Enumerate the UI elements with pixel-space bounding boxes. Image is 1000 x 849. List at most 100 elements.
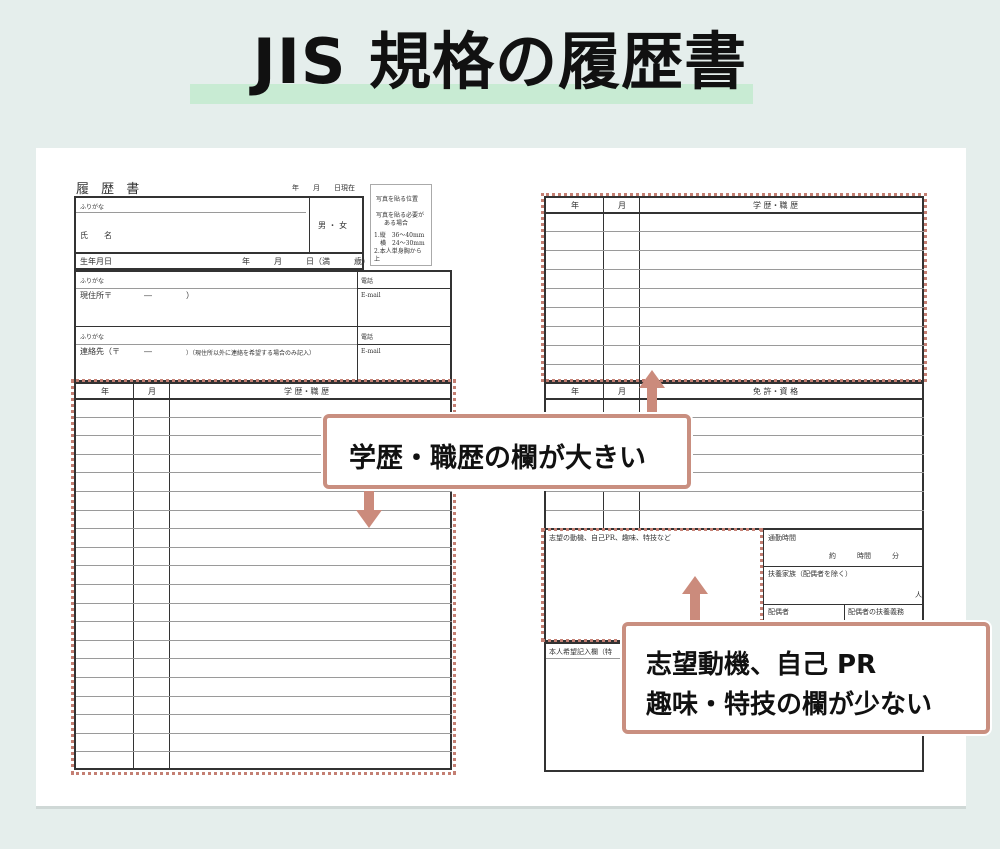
table-row-rule [76, 732, 452, 734]
rule [169, 382, 170, 770]
table-row-rule [76, 528, 452, 530]
resume-left-page: 履 歴 書 年 月 日現在 写真を貼る位置 写真を貼る必要が ある場合 1.縦 … [36, 148, 501, 806]
rule [76, 212, 306, 213]
table-row-rule [546, 288, 924, 289]
motivation-callout-line1: 志望動機、自己 PR [646, 650, 877, 680]
table-row-rule [546, 491, 924, 492]
col-year: 年 [101, 387, 109, 396]
rule [763, 528, 764, 642]
table-row-rule [76, 639, 452, 641]
motivation-label: 志望の動機、自己PR、趣味、特技など [549, 534, 671, 542]
rule [309, 196, 310, 254]
title-wrap: JIS 規格の履歴書 [0, 22, 1000, 102]
col-year: 年 [571, 387, 579, 396]
history-callout: 学歴・職歴の欄が大きい [323, 414, 691, 489]
table-row-rule [76, 416, 452, 418]
table-row-rule [76, 509, 452, 511]
col-month: 月 [618, 387, 626, 396]
commute-label: 通勤時間 [768, 534, 796, 542]
arrow-up-shaft [647, 386, 657, 416]
furigana-label: ふりがな [80, 278, 105, 285]
table-row-rule [76, 751, 452, 753]
email-label: E-mail [361, 292, 381, 299]
table-row-rule [546, 269, 924, 270]
contact-note: ）（現住所以外に連絡を希望する場合のみ記入） [186, 350, 316, 357]
arrow-down-head [356, 510, 382, 528]
arrow-up-shaft-2 [690, 592, 700, 624]
col-history: 学 歴・職 歴 [284, 387, 330, 396]
furigana-label: ふりがな [80, 204, 105, 211]
table-row-rule [546, 250, 924, 251]
col-month: 月 [148, 387, 156, 396]
table-row-rule [76, 695, 452, 697]
photo-box [370, 184, 432, 266]
date-label: 年 月 日現在 [292, 184, 355, 192]
table-row-rule [546, 472, 924, 474]
col-license: 免 許・資 格 [753, 387, 799, 396]
table-row-rule [76, 677, 452, 678]
wishes-label: 本人希望記入欄（特 [549, 648, 612, 656]
birth-row [74, 252, 364, 270]
dependents-label: 扶養家族（配偶者を除く） [768, 570, 852, 578]
spouse-label: 配偶者 [768, 608, 789, 616]
col-history: 学 歴・職 歴 [753, 201, 799, 210]
table-row-rule [76, 714, 452, 716]
table-row-rule [76, 546, 452, 548]
rule [76, 326, 452, 327]
arrow-up-head [639, 370, 665, 388]
table-row-rule [76, 602, 452, 604]
table-row-rule [546, 364, 924, 365]
left-history-highlight [71, 379, 456, 775]
table-row-rule [546, 435, 924, 437]
table-row-rule [546, 307, 924, 308]
rule [358, 288, 452, 289]
table-row-rule [76, 491, 452, 492]
table-row-rule [76, 398, 452, 400]
name-label: 氏 名 [80, 231, 112, 240]
table-row-rule [546, 416, 924, 418]
table-row-rule [76, 565, 452, 567]
table-row-rule [76, 453, 452, 455]
table-row-rule [76, 658, 452, 660]
address-label: 現住所〒 ― [80, 291, 152, 300]
motivation-callout-line2: 趣味・特技の欄が少ない [646, 690, 933, 720]
rule [76, 344, 357, 345]
table-row-rule [76, 472, 452, 474]
dependents-unit: 人 [915, 591, 922, 599]
birth-label: 生年月日 [80, 257, 112, 266]
col-year: 年 [571, 201, 579, 210]
resume-header: 履 歴 書 [76, 182, 144, 197]
rule [639, 196, 640, 382]
table-row-rule [546, 345, 924, 346]
table-row-rule [546, 231, 924, 232]
title-underline [190, 84, 753, 104]
rule [764, 566, 924, 567]
photo-spec-3: 2.本人単身胸から [374, 248, 422, 255]
table-row-rule [546, 326, 924, 327]
page-title: JIS 規格の履歴書 [252, 25, 748, 98]
col-month: 月 [618, 201, 626, 210]
arrow-up-head-2 [682, 576, 708, 594]
photo-spec-2: 横 24～30mm [374, 240, 425, 247]
gender-label: 男 ・ 女 [318, 221, 348, 230]
table-row-rule [546, 509, 924, 511]
rule [358, 344, 452, 345]
photo-spec-1: 1.縦 36～40mm [374, 232, 425, 239]
rule [133, 382, 134, 770]
photo-note-1: 写真を貼る必要が [376, 212, 425, 219]
contact-label: 連絡先（〒 ― [80, 347, 152, 356]
address-close: ） [186, 291, 194, 300]
photo-title: 写真を貼る位置 [376, 196, 419, 203]
furigana-label: ふりがな [80, 334, 105, 341]
photo-spec-4: 上 [374, 256, 381, 263]
motivation-callout: 志望動機、自己 PR 趣味・特技の欄が少ない [622, 622, 990, 734]
table-row-rule [76, 621, 452, 623]
phone-label: 電話 [361, 334, 374, 341]
right-history-highlight [541, 193, 927, 382]
history-callout-text: 学歴・職歴の欄が大きい [349, 443, 646, 474]
rule [76, 288, 357, 289]
email-label: E-mail [361, 348, 381, 355]
rule [603, 196, 604, 382]
phone-label: 電話 [361, 278, 374, 285]
birth-fields: 年 月 日（満 歳） [242, 257, 370, 266]
